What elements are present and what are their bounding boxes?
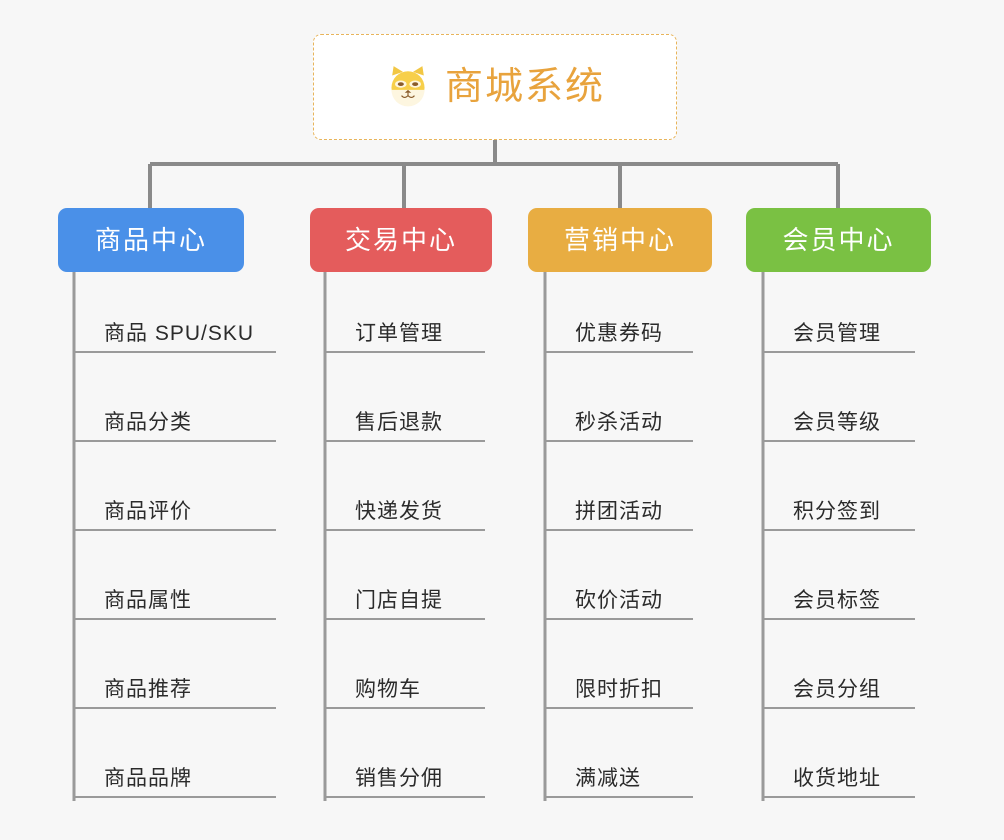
leaf-item[interactable]: 会员分组 xyxy=(763,641,915,709)
leaf-label: 门店自提 xyxy=(355,588,443,612)
leaf-item[interactable]: 购物车 xyxy=(325,641,485,709)
leaf-item[interactable]: 优惠券码 xyxy=(545,285,693,353)
category-header-marketing[interactable]: 营销中心 xyxy=(528,208,712,272)
category-label: 会员中心 xyxy=(782,225,895,255)
leaf-label: 会员标签 xyxy=(793,588,881,612)
leaf-item[interactable]: 商品分类 xyxy=(74,374,276,442)
category-header-trade[interactable]: 交易中心 xyxy=(310,208,492,272)
leaf-item[interactable]: 积分签到 xyxy=(763,463,915,531)
leaf-item[interactable]: 门店自提 xyxy=(325,552,485,620)
category-header-member[interactable]: 会员中心 xyxy=(746,208,931,272)
leaf-label: 限时折扣 xyxy=(575,677,663,701)
category-label: 交易中心 xyxy=(344,225,457,255)
shiba-dog-icon xyxy=(391,66,425,107)
leaf-item[interactable]: 会员管理 xyxy=(763,285,915,353)
leaf-label: 商品 SPU/SKU xyxy=(104,321,255,345)
leaf-label: 会员分组 xyxy=(793,677,881,701)
category-header-product[interactable]: 商品中心 xyxy=(58,208,244,272)
leaf-item[interactable]: 砍价活动 xyxy=(545,552,693,620)
leaf-label: 商品属性 xyxy=(104,588,192,612)
leaf-label: 会员等级 xyxy=(793,410,881,434)
leaf-label: 销售分佣 xyxy=(355,766,443,790)
leaf-label: 订单管理 xyxy=(355,321,443,345)
leaf-label: 收货地址 xyxy=(793,766,881,790)
leaf-label: 秒杀活动 xyxy=(575,410,663,434)
leaf-item[interactable]: 拼团活动 xyxy=(545,463,693,531)
leaf-label: 拼团活动 xyxy=(575,499,663,523)
leaf-label: 购物车 xyxy=(355,677,421,701)
root-node[interactable]: 商城系统 xyxy=(313,34,677,140)
leaf-item[interactable]: 销售分佣 xyxy=(325,730,485,798)
leaf-item[interactable]: 商品属性 xyxy=(74,552,276,620)
leaf-item[interactable]: 售后退款 xyxy=(325,374,485,442)
leaf-item[interactable]: 会员等级 xyxy=(763,374,915,442)
leaf-label: 商品分类 xyxy=(104,410,192,434)
leaf-label: 商品推荐 xyxy=(104,677,192,701)
leaf-label: 快递发货 xyxy=(355,499,443,523)
leaf-item[interactable]: 满减送 xyxy=(545,730,693,798)
leaf-item[interactable]: 限时折扣 xyxy=(545,641,693,709)
leaf-label: 售后退款 xyxy=(355,410,443,434)
leaf-label: 优惠券码 xyxy=(575,321,663,345)
leaf-item[interactable]: 商品评价 xyxy=(74,463,276,531)
leaf-label: 积分签到 xyxy=(793,499,881,523)
leaf-item[interactable]: 商品品牌 xyxy=(74,730,276,798)
leaf-label: 砍价活动 xyxy=(575,588,663,612)
leaf-item[interactable]: 商品 SPU/SKU xyxy=(74,285,276,353)
leaf-item[interactable]: 快递发货 xyxy=(325,463,485,531)
leaf-item[interactable]: 订单管理 xyxy=(325,285,485,353)
leaf-item[interactable]: 商品推荐 xyxy=(74,641,276,709)
leaf-label: 会员管理 xyxy=(793,321,881,345)
category-label: 营销中心 xyxy=(563,225,676,255)
root-title: 商城系统 xyxy=(444,66,605,108)
category-label: 商品中心 xyxy=(94,225,207,255)
leaf-label: 满减送 xyxy=(575,766,641,790)
leaf-label: 商品品牌 xyxy=(104,766,192,790)
leaf-item[interactable]: 秒杀活动 xyxy=(545,374,693,442)
leaf-item[interactable]: 会员标签 xyxy=(763,552,915,620)
leaf-item[interactable]: 收货地址 xyxy=(763,730,915,798)
leaf-label: 商品评价 xyxy=(104,499,192,523)
